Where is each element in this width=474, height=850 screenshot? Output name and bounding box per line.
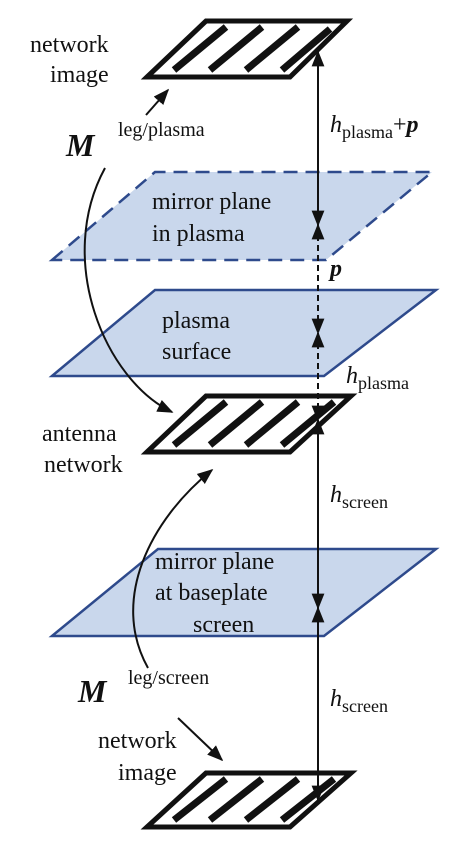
antenna-label-2: network xyxy=(44,452,123,478)
plasma-surface-label-1: plasma xyxy=(162,308,230,334)
mirror-plasma-label-1: mirror plane xyxy=(152,189,271,215)
plasma-surface-label-2: surface xyxy=(162,339,231,365)
mirror-plane-in-plasma xyxy=(48,170,436,262)
network-image-bottom-label-1: network xyxy=(98,728,177,754)
plasma-surface-plane xyxy=(48,288,440,378)
arrow-to-network-image-top xyxy=(145,88,170,116)
mirror-base-label-3: screen xyxy=(193,612,254,638)
network-image-top xyxy=(140,18,354,80)
h-screen-lower-label: hscreen xyxy=(330,686,388,716)
network-image-bottom-label-2: image xyxy=(118,760,177,786)
mirror-plane-baseplate-screen xyxy=(48,547,440,638)
m-leg-plasma-superscript: leg/plasma xyxy=(118,119,205,141)
antenna-network xyxy=(140,393,358,455)
p-label: p xyxy=(328,256,342,282)
m-leg-screen-superscript: leg/screen xyxy=(128,667,209,689)
arrow-to-network-image-bottom xyxy=(177,717,224,762)
network-image-bottom xyxy=(140,770,358,830)
mirror-base-label-2: at baseplate xyxy=(155,580,268,606)
mirror-base-label-1: mirror plane xyxy=(155,549,274,575)
network-image-top-label-2: image xyxy=(50,62,109,88)
m-leg-plasma-symbol: M xyxy=(65,127,96,163)
mirror-plasma-label-2: in plasma xyxy=(152,221,245,247)
m-leg-screen-symbol: M xyxy=(77,673,108,709)
arrow-m-leg-screen-curve xyxy=(132,468,214,669)
h-plasma-plus-p-label: hplasma+p xyxy=(330,112,419,142)
h-plasma-label: hplasma xyxy=(346,363,409,393)
network-image-top-label-1: network xyxy=(30,32,109,58)
h-screen-upper-label: hscreen xyxy=(330,482,388,512)
antenna-label-1: antenna xyxy=(42,421,117,447)
labels: network image M leg/plasma mirror plane … xyxy=(30,32,419,786)
mapping-arrows xyxy=(83,88,224,762)
arrow-m-leg-plasma-curve xyxy=(83,167,174,413)
